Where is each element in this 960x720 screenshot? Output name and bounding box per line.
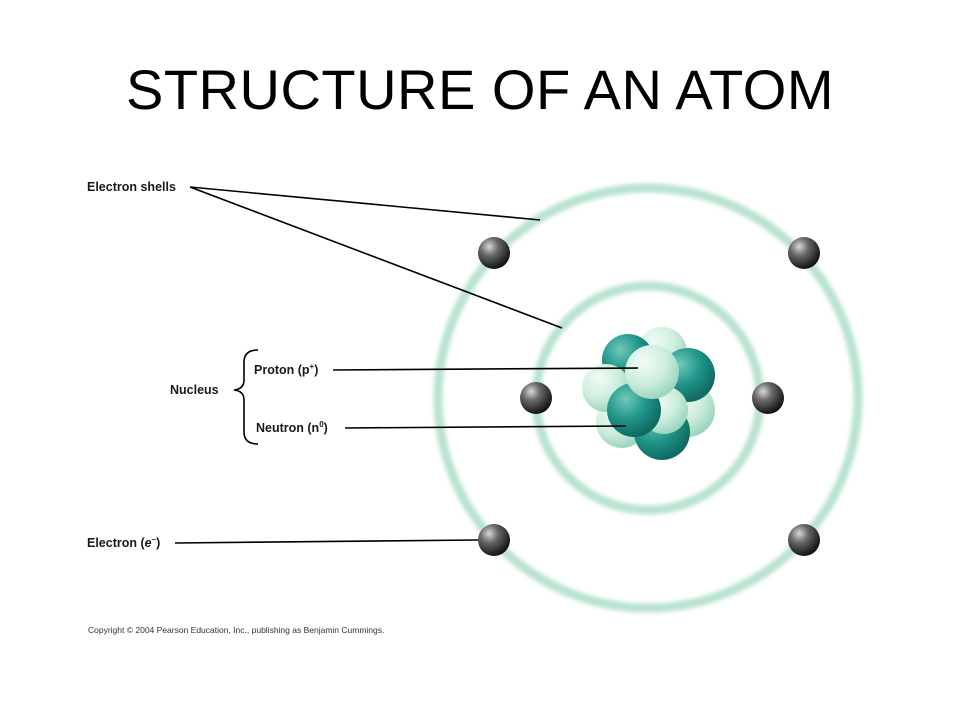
nucleus-cluster — [582, 327, 715, 460]
electron-particle — [788, 524, 820, 556]
electron-shells-label: Electron shells — [87, 180, 176, 194]
electron-particle — [788, 237, 820, 269]
proton-particle — [625, 345, 679, 399]
nucleus-text: Nucleus — [170, 383, 219, 397]
electron-symbol: e — [144, 536, 152, 550]
proton-close-paren: ) — [314, 363, 319, 377]
neutron-leader — [344, 425, 627, 429]
electron-shells-text: Electron shells — [87, 180, 176, 194]
electron-close-paren: ) — [156, 536, 161, 550]
neutron-charge: 0 — [319, 419, 324, 429]
copyright-notice: Copyright © 2004 Pearson Education, Inc.… — [88, 625, 385, 635]
proton-leader — [332, 367, 639, 371]
proton-text: Proton (p — [254, 363, 310, 377]
electron-particle — [520, 382, 552, 414]
electron-particle — [478, 524, 510, 556]
electron-leader — [174, 539, 479, 544]
nucleus-label: Nucleus — [170, 383, 219, 397]
electron-label: Electron (e–) — [87, 534, 161, 550]
electrons — [478, 237, 820, 556]
proton-charge: + — [309, 361, 315, 371]
neutron-text: Neutron (n — [256, 421, 320, 435]
neutron-close-paren: ) — [323, 421, 328, 435]
electron-shells-leader-outer — [189, 186, 541, 221]
proton-label: Proton (p+) — [254, 361, 319, 377]
electron-particle — [478, 237, 510, 269]
outer-electron-shell — [433, 183, 863, 613]
electron-text: Electron ( — [87, 536, 145, 550]
electron-particle — [752, 382, 784, 414]
electron-charge: – — [151, 534, 157, 544]
electron-shells-leader-inner — [189, 186, 563, 329]
leader-lines — [174, 186, 639, 544]
slide-title: STRUCTURE OF AN ATOM — [126, 58, 834, 121]
neutron-label: Neutron (n0) — [256, 419, 328, 435]
nucleus-brace — [233, 349, 259, 445]
